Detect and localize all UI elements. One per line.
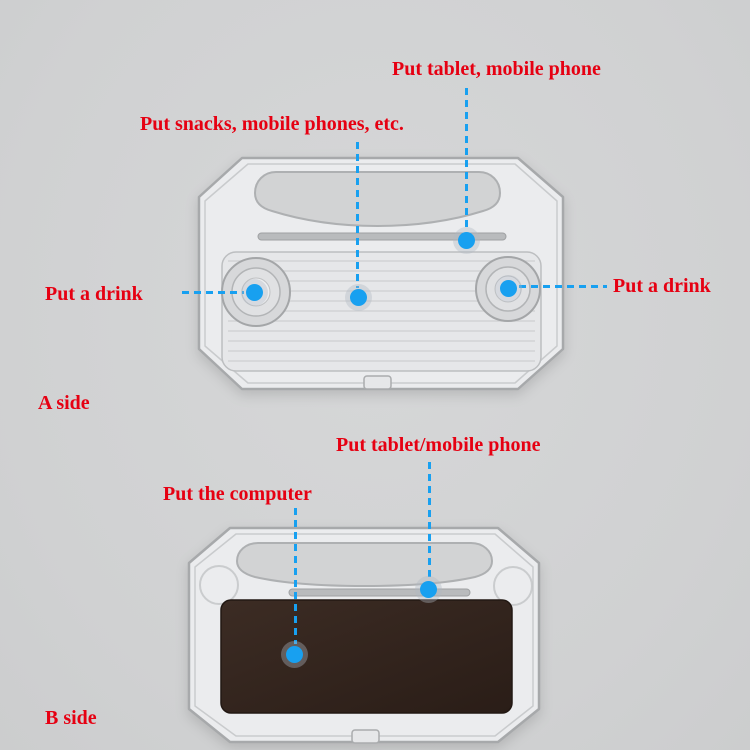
marker-dot-a-tablet-slot [458,232,475,249]
marker-dot-a-snacks-tray [350,289,367,306]
label-a-side: A side [38,392,90,414]
tray-b-tablet-slot [288,588,471,597]
marker-dot-a-drink-left [246,284,263,301]
tray-a-tablet-slot [257,232,507,241]
callout-a-drink-left: Put a drink [45,283,143,305]
leader-line-a-tablet [465,88,468,230]
cup-holder-back-right [493,566,533,606]
callout-a-snacks: Put snacks, mobile phones, etc. [140,113,404,135]
tray-b-inner-edge [194,533,534,737]
tray-b-mouse-pad [220,599,513,714]
tray-a-handle-cutout [253,171,502,228]
leader-line-b-computer [294,508,297,644]
marker-dot-b-tablet-slot [420,581,437,598]
marker-dot-a-drink-right [500,280,517,297]
callout-b-tablet: Put tablet/mobile phone [336,434,541,456]
tray-a-inner-edge [204,163,558,384]
callout-a-tablet: Put tablet, mobile phone [392,58,601,80]
leader-line-a-drink-right [519,285,607,288]
tray-a-illustration [197,156,565,391]
tray-b-mount-tab [351,729,380,744]
callout-b-computer: Put the computer [163,483,312,505]
leader-line-b-tablet [428,462,431,580]
leader-line-a-drink-left [182,291,244,294]
cup-holder-back-left [199,565,239,605]
marker-dot-b-computer-pad [286,646,303,663]
leader-line-a-snacks [356,142,359,288]
label-b-side: B side [45,707,97,729]
tray-b-handle-cutout [235,542,494,588]
tray-b-illustration [187,526,541,744]
callout-a-drink-right: Put a drink [613,275,711,297]
tray-a-mount-tab [363,375,392,390]
